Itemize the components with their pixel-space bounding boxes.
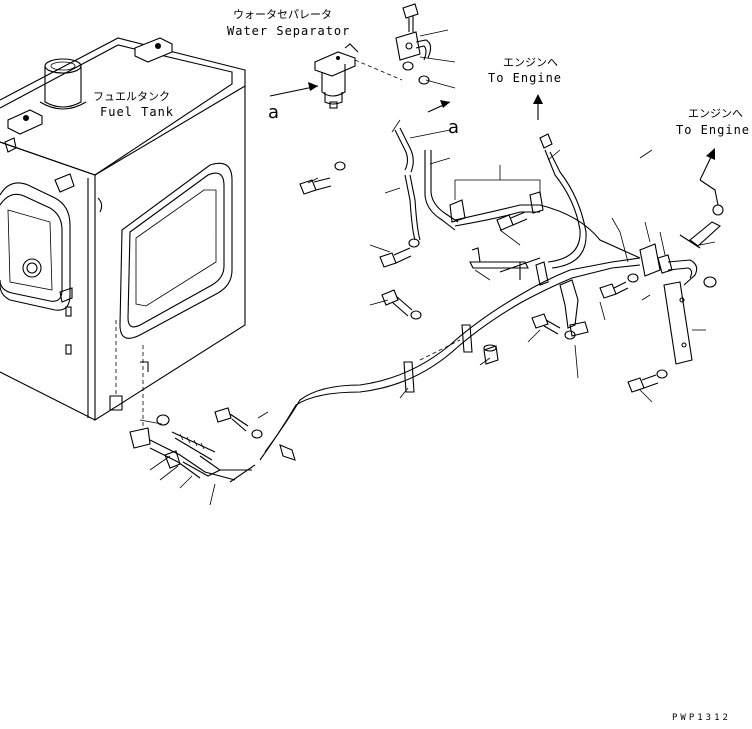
view-marker-a-2: a xyxy=(448,117,459,138)
lifting-eye-2 xyxy=(7,109,43,135)
separator-fittings xyxy=(354,3,451,113)
engine-connector xyxy=(639,204,724,365)
sleeve xyxy=(483,344,499,365)
water-separator-label-en: Water Separator xyxy=(227,24,350,38)
fuel-tank xyxy=(0,37,246,421)
drawing-code: PWP1312 xyxy=(672,713,731,723)
water-separator xyxy=(269,43,359,109)
view-marker-a-1: a xyxy=(268,102,279,123)
bolt-4 xyxy=(496,211,528,231)
leader-lines xyxy=(139,29,716,506)
to-engine-2-label-jp: エンジンへ xyxy=(688,107,743,120)
bolt-3 xyxy=(381,289,422,320)
fuel-tank-label-en: Fuel Tank xyxy=(100,105,174,119)
lifting-eye-1 xyxy=(134,37,173,63)
fuel-tank-label-jp: フュエルタンク xyxy=(93,90,170,103)
to-engine-1-label-jp: エンジンへ xyxy=(503,56,558,69)
brackets xyxy=(449,191,589,337)
bolt-6 xyxy=(599,273,639,299)
tank-window-right xyxy=(119,162,233,339)
drain-fittings xyxy=(109,320,236,481)
to-engine-1-label-en: To Engine xyxy=(488,71,562,85)
return-line xyxy=(499,133,587,273)
tank-window-left xyxy=(0,182,71,311)
to-engine-arrow-2 xyxy=(699,148,719,206)
bolt-2 xyxy=(379,238,420,268)
to-engine-2-label-en: To Engine xyxy=(676,123,750,137)
to-engine-arrow-1 xyxy=(533,94,543,120)
fuel-cap xyxy=(39,58,87,110)
bolt-7 xyxy=(627,369,668,393)
separator-line xyxy=(394,127,641,259)
bolt-drain xyxy=(214,407,263,439)
fuel-lines xyxy=(220,257,641,483)
bolt-1 xyxy=(299,161,346,195)
bolt-5 xyxy=(531,313,576,340)
water-separator-label-jp: ウォータセパレータ xyxy=(233,8,332,21)
